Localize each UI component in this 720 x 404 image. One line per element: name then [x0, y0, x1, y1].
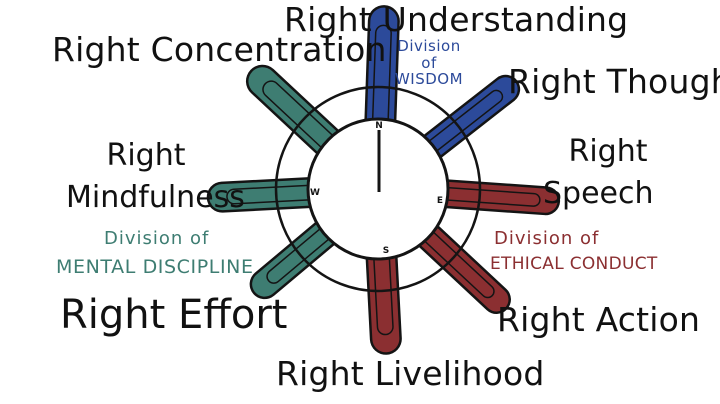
- compass-south: S: [383, 246, 389, 256]
- compass-west: W: [310, 188, 320, 198]
- division-wisdom-line1: Division: [397, 37, 461, 55]
- label-right-effort: Right Effort: [60, 292, 288, 338]
- compass-east: E: [437, 196, 443, 206]
- spoke-right-speech: [425, 178, 561, 216]
- label-right-understanding: Right Understanding: [284, 0, 629, 39]
- label-right-mindfulness-line1: Right: [106, 138, 186, 173]
- label-right-concentration: Right Concentration: [52, 30, 387, 69]
- spoke-right-effort: [249, 213, 346, 300]
- label-right-speech-line2: Speech: [543, 176, 654, 211]
- label-right-speech-line1: Right: [568, 134, 648, 169]
- division-mental-line1: Division of: [104, 228, 210, 249]
- spoke-right-thought: [412, 74, 521, 166]
- spoke-right-concentration: [245, 64, 350, 164]
- label-right-action: Right Action: [497, 300, 701, 339]
- label-right-mindfulness-line2: Mindfulness: [66, 180, 245, 215]
- spoke-right-understanding: [364, 5, 400, 144]
- label-right-livelihood: Right Livelihood: [276, 354, 545, 393]
- wheel-spokes: [206, 5, 561, 355]
- division-wisdom-line3: WISDOM: [394, 70, 464, 88]
- outer-rim: [274, 85, 482, 293]
- compass-north: N: [375, 121, 383, 131]
- division-ethical-line2: ETHICAL CONDUCT: [490, 254, 658, 274]
- division-mental-line2: MENTAL DISCIPLINE: [56, 256, 254, 278]
- division-wisdom-line2: of: [421, 54, 437, 72]
- spoke-right-livelihood: [365, 234, 402, 355]
- spoke-right-action: [408, 216, 511, 314]
- label-right-thought: Right Thought: [508, 62, 720, 101]
- division-ethical-line1: Division of: [494, 228, 600, 249]
